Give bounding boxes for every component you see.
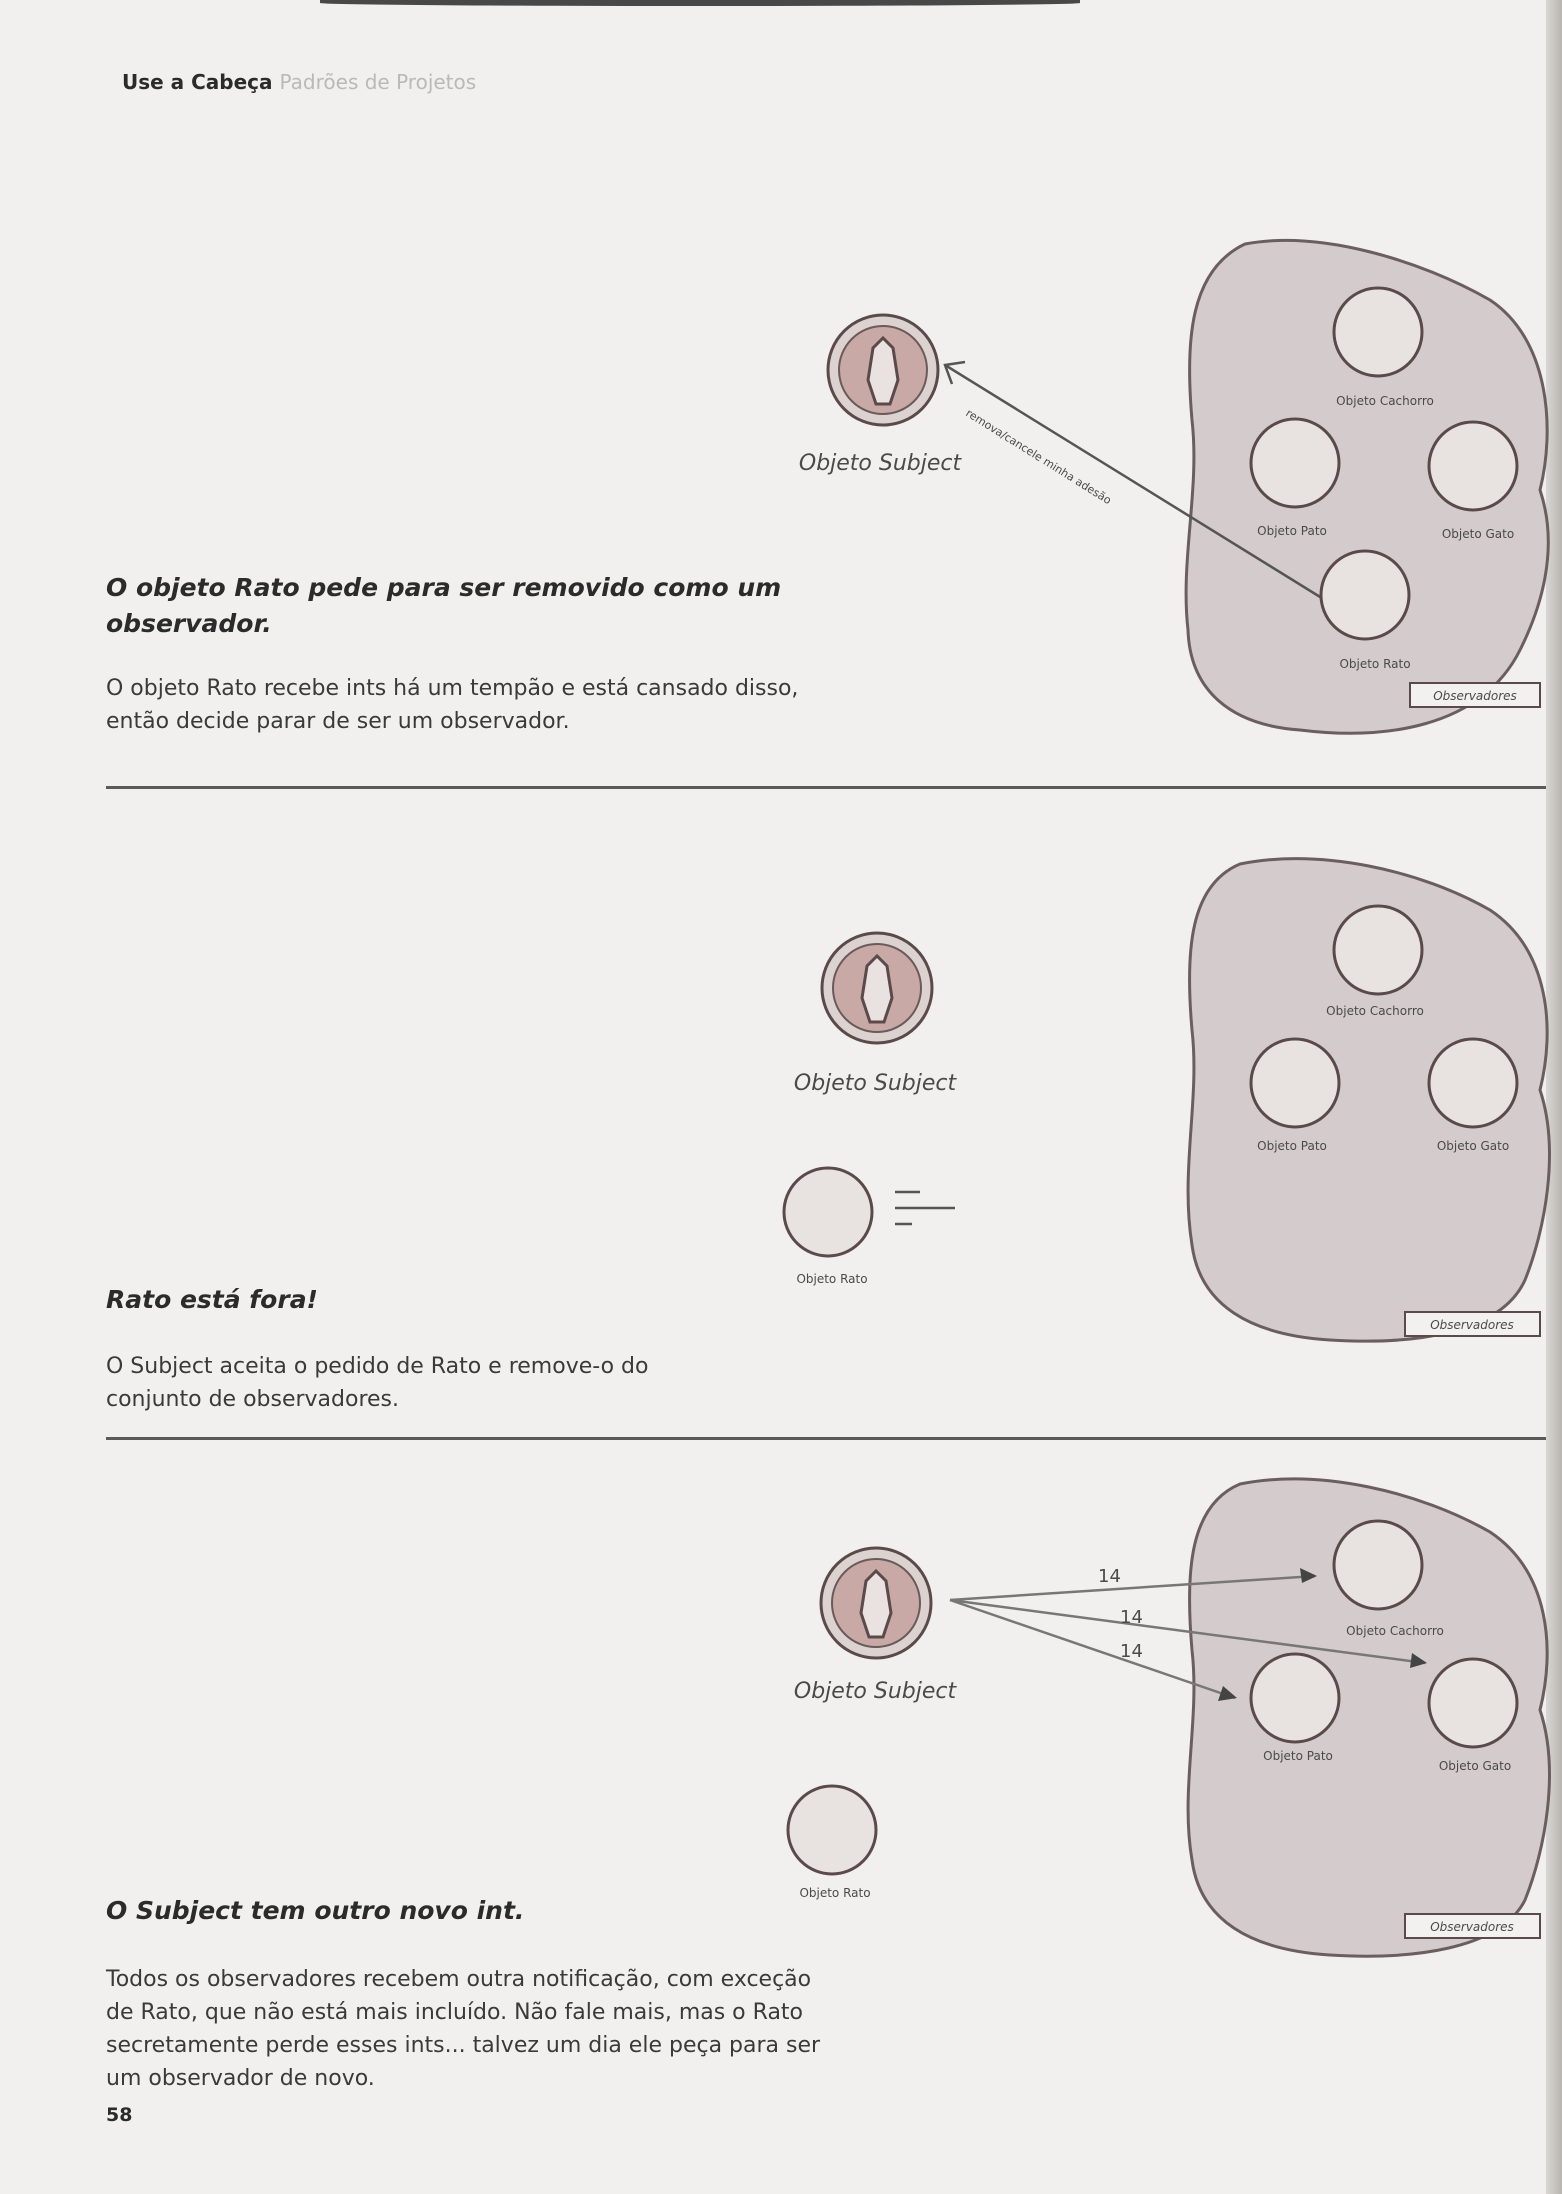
observer-cachorro: [1332, 286, 1424, 378]
observer-label: Objeto Pato: [1257, 524, 1327, 538]
subject-figure-icon: [859, 1568, 893, 1639]
notify-arrow-pato: [949, 1598, 1236, 1700]
removed-rato-object: [782, 1166, 874, 1258]
observer-rato: [1319, 549, 1411, 641]
removed-rato-label: Objeto Rato: [799, 1886, 870, 1900]
observers-tag-label: Observadores: [1433, 689, 1517, 703]
panel-1-title: O objeto Rato pede para ser removido com…: [106, 573, 782, 638]
arrowhead: [1410, 1653, 1427, 1668]
removed-rato-object: [786, 1784, 878, 1876]
notification-value: 14: [1120, 1607, 1143, 1628]
observers-tag-label: Observadores: [1430, 1920, 1514, 1934]
page-edge: [1546, 0, 1562, 2194]
panel-3-diagram: Objeto Subject 14 14 14 Objeto Rato Obje…: [786, 1477, 1551, 1958]
observer-label: Objeto Gato: [1439, 1759, 1511, 1773]
subject-label: Objeto Subject: [794, 1071, 958, 1096]
panel-1-diagram: Objeto Subject remova/cancele minha ades…: [799, 239, 1550, 735]
subject-object: [819, 1546, 933, 1660]
panel-3-title: O Subject tem outro novo int.: [106, 1896, 525, 1925]
panel-3-body: Todos os observadores recebem outra noti…: [106, 1967, 821, 2091]
removed-rato-label: Objeto Rato: [796, 1272, 867, 1286]
panel-divider: [106, 786, 1546, 789]
observer-label: Objeto Cachorro: [1336, 394, 1434, 408]
observer-gato: [1427, 420, 1519, 512]
subject-label: Objeto Subject: [794, 1679, 958, 1704]
unsubscribe-arrow: [944, 363, 1326, 602]
observer-pato: [1249, 1652, 1341, 1744]
observer-gato: [1427, 1657, 1519, 1749]
arrowhead: [1300, 1568, 1317, 1583]
book-title: Use a Cabeça: [122, 70, 273, 94]
subject-figure-icon: [866, 335, 900, 406]
observers-tag: [1404, 1311, 1541, 1337]
observer-cachorro: [1332, 1519, 1424, 1611]
subject-object: [826, 313, 940, 427]
notify-arrow-gato: [949, 1598, 1426, 1665]
observer-label: Objeto Gato: [1442, 527, 1514, 541]
observers-tag: [1409, 682, 1541, 708]
unsubscribe-arrowhead: [943, 360, 966, 385]
panel-divider: [106, 1437, 1546, 1440]
observer-gato: [1427, 1037, 1519, 1129]
subject-figure-icon: [860, 953, 894, 1024]
book-subtitle: Padrões de Projetos: [279, 70, 477, 94]
notify-arrow-cachorro: [949, 1574, 1316, 1602]
observer-label: Objeto Pato: [1263, 1749, 1333, 1763]
notification-value: 14: [1120, 1641, 1143, 1662]
panel-2-title: Rato está fora!: [106, 1285, 318, 1314]
observer-label: Objeto Rato: [1339, 657, 1410, 671]
observer-pato: [1249, 1037, 1341, 1129]
observer-label: Objeto Cachorro: [1346, 1624, 1444, 1638]
observers-tag: [1404, 1913, 1541, 1939]
running-header: Use a Cabeça Padrões de Projetos: [122, 70, 476, 94]
panel-2-diagram: Objeto Subject Objeto Rato Objeto Cachor…: [782, 857, 1551, 1343]
subject-label: Objeto Subject: [799, 451, 963, 476]
arrowhead: [1218, 1686, 1237, 1701]
observer-label: Objeto Cachorro: [1326, 1004, 1424, 1018]
observer-cachorro: [1332, 904, 1424, 996]
notification-value: 14: [1098, 1566, 1121, 1587]
page-number: 58: [106, 2104, 133, 2126]
observers-blob: [1184, 239, 1550, 735]
observer-pato: [1249, 417, 1341, 509]
binding-shadow: [320, 0, 1080, 6]
observer-label: Objeto Pato: [1257, 1139, 1327, 1153]
panel-2-body: O Subject aceita o pedido de Rato e remo…: [106, 1354, 649, 1412]
subject-object: [820, 931, 934, 1045]
panel-1-body: O objeto Rato recebe ints há um tempão e…: [106, 676, 799, 734]
observers-tag-label: Observadores: [1430, 1318, 1514, 1332]
observer-label: Objeto Gato: [1437, 1139, 1509, 1153]
